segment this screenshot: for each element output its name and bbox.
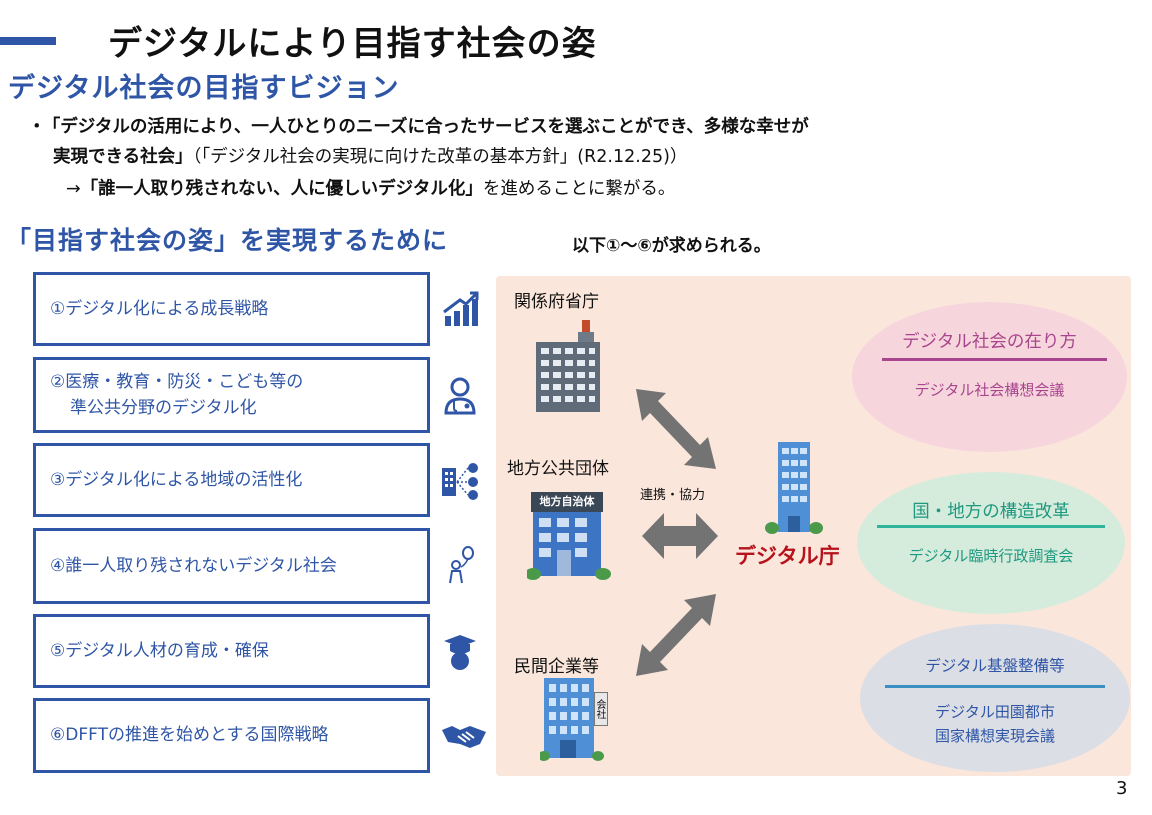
item-box-2: ②医療・教育・防災・こども等の 準公共分野のデジタル化: [33, 357, 430, 433]
company-sign: 会社: [594, 692, 608, 726]
page-number: 3: [1116, 778, 1128, 799]
council-3-divider: [885, 685, 1105, 688]
council-ellipse-2: 国・地方の構造改革 デジタル臨時行政調査会: [857, 472, 1125, 614]
ministries-label: 関係府省庁: [514, 292, 599, 312]
item-box-1: ①デジタル化による成長戦略: [33, 272, 430, 346]
page-subtitle: デジタル社会の目指すビジョン: [8, 73, 400, 104]
council-1-title: デジタル社会の在り方: [902, 332, 1077, 352]
council-1-divider: [882, 358, 1107, 361]
council-3-title: デジタル基盤整備等: [925, 657, 1065, 675]
digital-agency-building-icon: [765, 442, 823, 534]
council-ellipse-1: デジタル社会の在り方 デジタル社会構想会議: [852, 302, 1127, 452]
page-title: デジタルにより目指す社会の姿: [108, 24, 597, 64]
vision-line-2-rest: （「デジタル社会の実現に向けた改革の基本方針」(R2.12.25)）: [192, 147, 688, 167]
company-building-icon: 会社: [538, 676, 618, 761]
local-gov-sign: 地方自治体: [531, 492, 603, 512]
council-2-body: デジタル臨時行政調査会: [908, 547, 1074, 565]
item-box-3: ③デジタル化による地域の活性化: [33, 443, 430, 517]
vision-line-1: ・「デジタルの活用により、一人ひとりのニーズに合ったサービスを選ぶことができ、多…: [28, 113, 809, 138]
vision-line-1-text: 「デジタルの活用により、一人ひとりのニーズに合ったサービスを選ぶことができ、多様…: [51, 117, 809, 137]
title-accent-bar: [0, 37, 56, 45]
arrow-local-agency: [642, 513, 718, 559]
item-box-5: ⑤デジタル人材の育成・確保: [33, 614, 430, 688]
local-gov-building-icon: 地方自治体: [527, 492, 612, 582]
item-5-text: ⑤デジタル人材の育成・確保: [50, 640, 269, 661]
digital-agency-label: デジタル庁: [735, 544, 840, 568]
item-2-text-line2: 準公共分野のデジタル化: [70, 398, 257, 418]
vision-line-2: 実現できる社会」（「デジタル社会の実現に向けた改革の基本方針」(R2.12.25…: [53, 143, 687, 168]
local-gov-label: 地方公共団体: [507, 459, 609, 479]
ministries-building-icon: [536, 320, 600, 412]
council-1-body: デジタル社会構想会議: [914, 381, 1065, 399]
item-4-text: ④誰一人取り残されないデジタル社会: [50, 555, 337, 576]
bullet-mark: ・: [28, 117, 46, 137]
arrow-ministries-agency: [636, 389, 716, 469]
growth-chart-icon: [443, 291, 479, 326]
section-heading-tail: 以下①～⑥が求められる。: [572, 236, 771, 256]
vision-line-3-bold: 「誰一人取り残されない、人に優しいデジタル化」: [80, 179, 483, 199]
arrow-mark: →: [66, 179, 81, 199]
section-heading: 「目指す社会の姿」を実現するために: [6, 226, 449, 255]
private-companies-label: 民間企業等: [514, 657, 599, 677]
council-2-divider: [877, 525, 1105, 528]
council-3-body: デジタル田園都市 国家構想実現会議: [934, 703, 1055, 745]
cooperation-label: 連携・協力: [640, 488, 706, 503]
item-box-6: ⑥DFFTの推進を始めとする国際戦略: [33, 698, 430, 773]
vision-line-3-rest: を進めることに繋がる。: [482, 179, 676, 199]
vision-line-2-bold: 実現できる社会」: [53, 147, 193, 167]
item-1-text: ①デジタル化による成長戦略: [50, 298, 269, 319]
arrow-private-agency: [636, 594, 716, 676]
council-ellipse-3: デジタル基盤整備等 デジタル田園都市 国家構想実現会議: [860, 624, 1130, 772]
person-balloon-icon: [449, 546, 474, 584]
council-2-title: 国・地方の構造改革: [912, 502, 1070, 522]
item-box-4: ④誰一人取り残されないデジタル社会: [33, 528, 430, 604]
item-6-text: ⑥DFFTの推進を始めとする国際戦略: [50, 725, 329, 746]
graduation-cap-icon: [444, 635, 476, 670]
doctor-icon: [444, 377, 476, 415]
city-network-icon: [442, 463, 478, 500]
handshake-icon: [442, 726, 486, 748]
item-3-text: ③デジタル化による地域の活性化: [50, 469, 303, 490]
vision-line-3: →「誰一人取り残されない、人に優しいデジタル化」を進めることに繋がる。: [66, 175, 675, 200]
item-2-text: ②医療・教育・防災・こども等の: [50, 371, 304, 392]
